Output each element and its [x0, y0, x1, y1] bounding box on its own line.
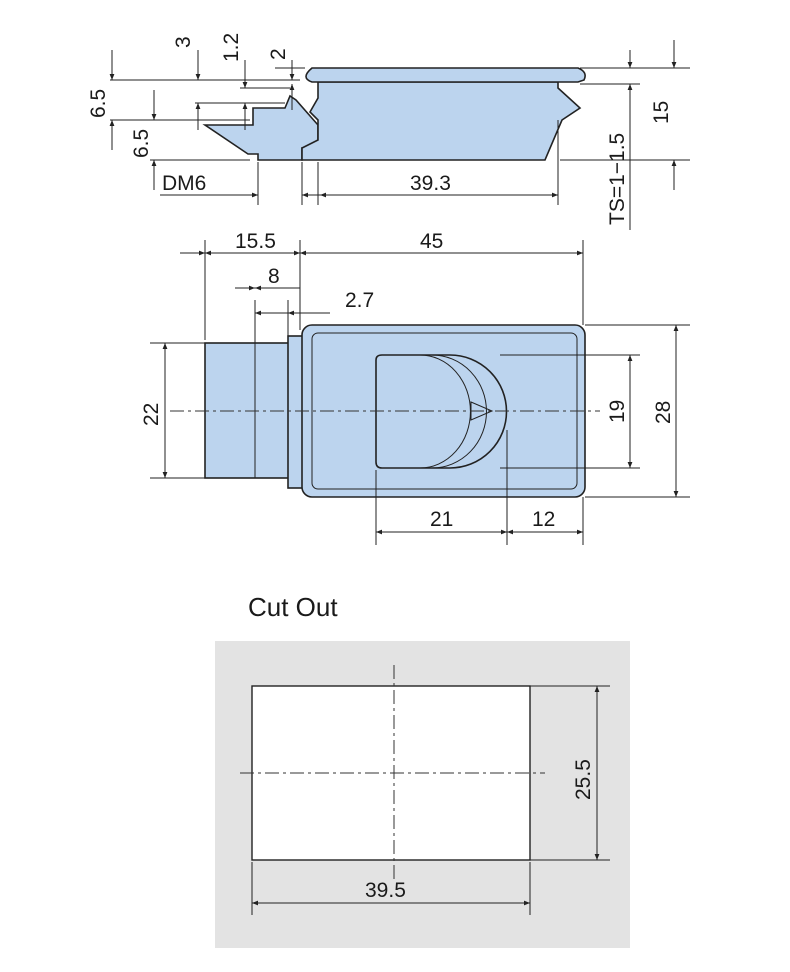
- cutout-view: Cut Out 25.5 39.5: [215, 592, 630, 948]
- dim-21: 21: [430, 508, 453, 531]
- dim-15: 15: [650, 101, 673, 124]
- latch-body: [301, 81, 582, 161]
- dim-12: 12: [532, 508, 555, 531]
- dim-8: 8: [268, 265, 280, 288]
- grip-recess: [375, 354, 508, 469]
- dim-2: 2: [267, 48, 290, 60]
- cutout-title: Cut Out: [248, 592, 338, 622]
- dim-2-7: 2.7: [345, 289, 374, 312]
- latch-flange: [305, 67, 586, 83]
- side-view: 3 1.2 2 6.5 6.5 DM6 39.3 TS=1−1.5 15: [87, 33, 690, 230]
- dim-19: 19: [606, 400, 629, 423]
- dim-ts: TS=1−1.5: [606, 133, 629, 225]
- dim-39-3: 39.3: [410, 172, 451, 195]
- dim-22: 22: [140, 403, 163, 426]
- dim-dm6: DM6: [162, 172, 206, 195]
- dim-15-5: 15.5: [235, 230, 276, 253]
- dim-6-5-upper: 6.5: [87, 89, 110, 118]
- dim-cutout-width: 39.5: [365, 879, 406, 902]
- latch-bolt: [202, 94, 319, 161]
- dim-6-5-lower: 6.5: [130, 129, 153, 158]
- dim-28: 28: [652, 401, 675, 424]
- dim-3: 3: [172, 36, 195, 48]
- dim-cutout-height: 25.5: [572, 759, 595, 800]
- dim-1-2: 1.2: [220, 33, 243, 62]
- front-view: 15.5 45 8 2.7 22 19 28 21 12: [140, 230, 690, 545]
- dim-45: 45: [420, 230, 443, 253]
